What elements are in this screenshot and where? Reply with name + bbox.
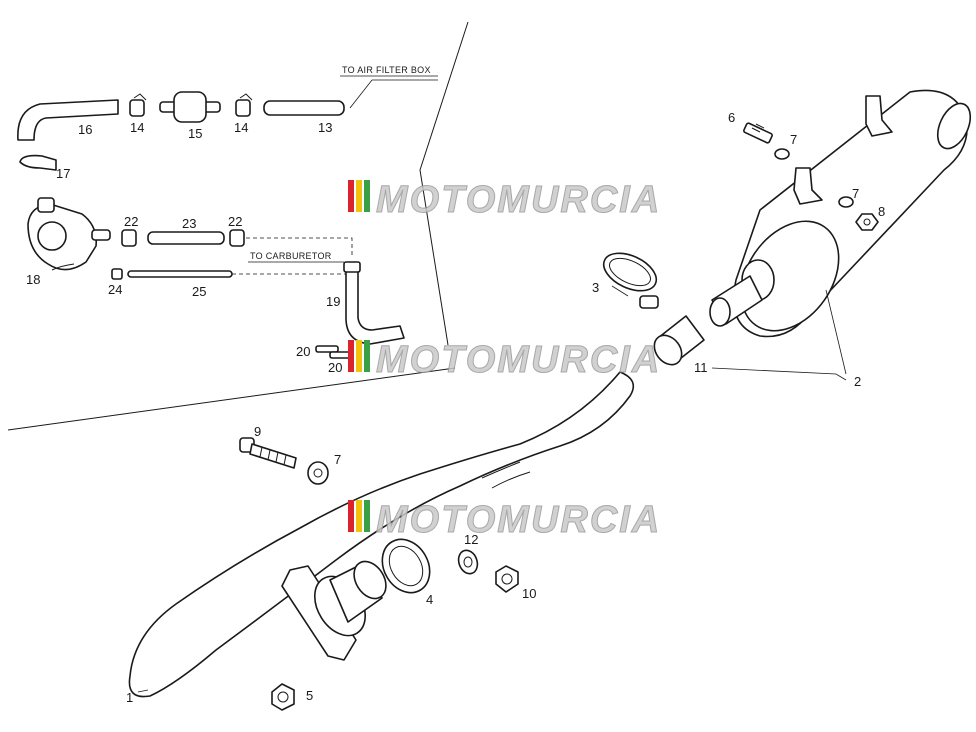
label-part-8: 8 — [878, 204, 885, 219]
valve-15 — [159, 91, 221, 123]
rod-25 — [127, 270, 233, 278]
label-part-20: 20 — [296, 344, 310, 359]
bolt-9 — [239, 437, 297, 469]
label-part-15: 15 — [188, 126, 202, 141]
label-part-18: 18 — [26, 272, 40, 287]
leader-lines — [137, 285, 847, 693]
to-air-filter-note: TO AIR FILTER BOX — [342, 65, 431, 75]
label-part-6: 6 — [728, 110, 735, 125]
hose-16 — [17, 99, 119, 141]
clamp-14-left — [129, 93, 147, 117]
washer-7-top — [774, 148, 790, 160]
header-pipe-1 — [128, 371, 635, 698]
label-part-14: 14 — [130, 120, 144, 135]
watermark-text: MOTOMURCIA — [376, 179, 661, 221]
label-part-14: 14 — [234, 120, 248, 135]
watermark-2: MOTOMURCIA — [348, 339, 661, 382]
clamp-22-left — [121, 229, 137, 247]
washer-7-mid — [838, 196, 854, 208]
washer-7-bottom — [307, 461, 329, 485]
label-part-13: 13 — [318, 120, 332, 135]
nut-5 — [271, 683, 295, 711]
label-part-4: 4 — [426, 592, 433, 607]
label-part-7: 7 — [790, 132, 797, 147]
clamp-22-right — [229, 229, 245, 247]
label-part-12: 12 — [464, 532, 478, 547]
bolts-20 — [315, 345, 353, 359]
sleeve-11 — [653, 315, 705, 366]
label-part-25: 25 — [192, 284, 206, 299]
section-divider — [7, 21, 469, 431]
label-part-16: 16 — [78, 122, 92, 137]
washer-12 — [457, 549, 479, 575]
label-part-7: 7 — [334, 452, 341, 467]
label-part-23: 23 — [182, 216, 196, 231]
bolt-6 — [743, 122, 773, 144]
air-filter-leader — [340, 75, 438, 109]
part-labels: 16 14 15 14 13 17 22 23 22 18 24 25 19 2… — [26, 110, 885, 705]
watermark-text: MOTOMURCIA — [376, 339, 661, 381]
clip-17 — [19, 154, 57, 171]
clamp-3 — [602, 252, 659, 309]
pipe-19 — [343, 261, 405, 345]
label-part-2: 2 — [854, 374, 861, 389]
label-part-20: 20 — [328, 360, 342, 375]
clip-24 — [111, 268, 123, 280]
label-part-22: 22 — [228, 214, 242, 229]
watermark-3: MOTOMURCIA — [348, 499, 661, 542]
flange — [281, 560, 387, 661]
label-part-5: 5 — [306, 688, 313, 703]
label-part-17: 17 — [56, 166, 70, 181]
label-part-9: 9 — [254, 424, 261, 439]
nut-8 — [855, 213, 879, 231]
label-part-24: 24 — [108, 282, 122, 297]
label-part-3: 3 — [592, 280, 599, 295]
nut-10 — [495, 565, 519, 593]
label-part-22: 22 — [124, 214, 138, 229]
label-part-7: 7 — [852, 186, 859, 201]
watermark-text: MOTOMURCIA — [376, 499, 661, 541]
hose-23 — [147, 231, 225, 245]
label-part-11: 11 — [694, 360, 708, 375]
label-part-1: 1 — [126, 690, 133, 705]
watermark-1: MOTOMURCIA — [348, 179, 661, 222]
air-pump-18 — [27, 197, 111, 271]
label-part-10: 10 — [522, 586, 536, 601]
hose-13 — [263, 100, 345, 116]
clamp-14-right — [235, 93, 253, 117]
dashed-routing — [232, 237, 353, 275]
to-carburetor-note: TO CARBURETOR — [250, 251, 332, 261]
muffler-2 — [709, 89, 972, 338]
gasket-4 — [381, 538, 431, 594]
label-part-19: 19 — [326, 294, 340, 309]
